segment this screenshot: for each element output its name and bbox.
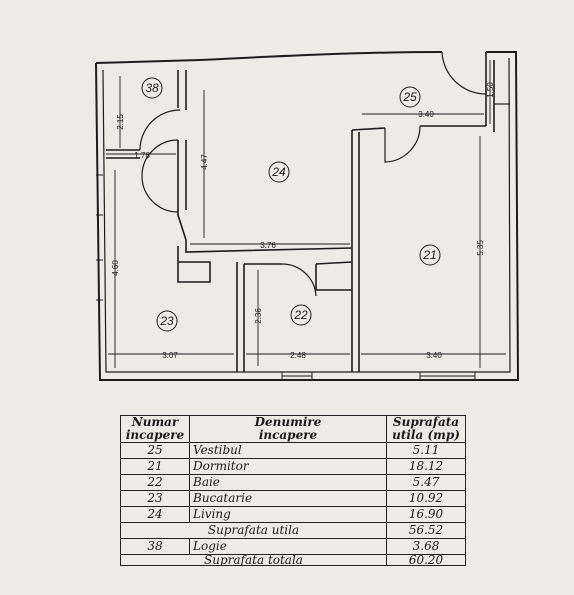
table-row: 23 Bucatarie 10.92: [120, 490, 466, 507]
dim-1-50: 1.50: [486, 82, 495, 98]
table-row: 24 Living 16.90: [120, 506, 466, 523]
row-name: Baie: [189, 474, 387, 491]
room-38-circle: [141, 77, 163, 99]
header-room-name: Denumire incapere: [189, 415, 387, 443]
outer-wall-top: [95, 51, 443, 64]
row-num: 22: [120, 474, 190, 491]
row-name: Bucatarie: [189, 490, 387, 507]
table-row: 25 Vestibul 5.11: [120, 442, 466, 459]
row-num: 23: [120, 490, 190, 507]
room-24-label: 24: [271, 165, 286, 179]
header-name-line2: incapere: [258, 428, 318, 442]
row-area: 16.90: [386, 506, 466, 523]
row-num: 24: [120, 506, 190, 523]
row-name: Dormitor: [189, 458, 387, 475]
wall-logie: [177, 70, 187, 110]
dim-3-40-top: 3.40: [418, 110, 434, 119]
header-num-line1: Numar: [131, 415, 179, 429]
row-area: 3.68: [386, 538, 466, 555]
dim-1-76: 1.76: [134, 151, 150, 160]
row-num: 38: [120, 538, 190, 555]
outer-wall: [95, 51, 520, 381]
dim-4-60: 4.60: [111, 260, 120, 276]
room-area-table: Numar incapere Denumire incapere Suprafa…: [120, 415, 466, 566]
header-room-number: Numar incapere: [120, 415, 190, 443]
header-name-line1: Denumire: [254, 415, 322, 429]
header-room-area: Suprafata utila (mp): [386, 415, 466, 443]
row-area: 5.47: [386, 474, 466, 491]
row-name: Vestibul: [189, 442, 387, 459]
row-area: 18.12: [386, 458, 466, 475]
room-22-circle: [290, 304, 312, 326]
dim-2-15: 2.15: [116, 114, 125, 130]
table-row: 38 Logie 3.68: [120, 538, 466, 555]
row-area: 10.92: [386, 490, 466, 507]
subtotal-area: 56.52: [386, 522, 466, 539]
dim-2-36: 2.36: [254, 308, 263, 324]
subtotal-row: Suprafata utila 56.52: [120, 522, 466, 539]
dim-5-35: 5.35: [476, 240, 485, 256]
total-label: Suprafata totala: [120, 554, 387, 566]
dim-3-07: 3.07: [162, 351, 178, 360]
room-24-circle: [268, 161, 290, 183]
row-name: Logie: [189, 538, 387, 555]
dim-3-76: 3.76: [260, 241, 276, 250]
table-header-row: Numar incapere Denumire incapere Suprafa…: [120, 415, 466, 443]
table-row: 21 Dormitor 18.12: [120, 458, 466, 475]
dim-4-47: 4.47: [200, 154, 209, 170]
header-num-line2: incapere: [125, 428, 185, 442]
room-25-label: 25: [402, 90, 417, 104]
floor-plan-drawing: 2.15 1.76 4.47 3.40 1.50 3.76 5.35 4.60 …: [95, 51, 520, 381]
table-row: 22 Baie 5.47: [120, 474, 466, 491]
subtotal-label: Suprafata utila: [120, 522, 387, 539]
row-num: 21: [120, 458, 190, 475]
dim-3-40-bottom: 3.40: [426, 351, 442, 360]
header-area-line1: Suprafata: [392, 415, 460, 429]
dim-2-48: 2.48: [290, 351, 306, 360]
room-21-label: 21: [422, 248, 436, 262]
row-area: 5.11: [386, 442, 466, 459]
row-name: Living: [189, 506, 387, 523]
row-num: 25: [120, 442, 190, 459]
dimension-lines: [106, 60, 506, 368]
total-row: Suprafata totala 60.20: [120, 554, 466, 566]
header-area-line2: utila (mp): [392, 428, 460, 442]
door-swings: [139, 51, 510, 297]
total-area: 60.20: [386, 554, 466, 566]
room-25-circle: [399, 86, 421, 108]
room-23-circle: [156, 310, 178, 332]
room-21-circle: [419, 244, 441, 266]
room-23-label: 23: [159, 314, 174, 328]
room-22-label: 22: [293, 308, 308, 322]
room-38-label: 38: [145, 81, 159, 95]
